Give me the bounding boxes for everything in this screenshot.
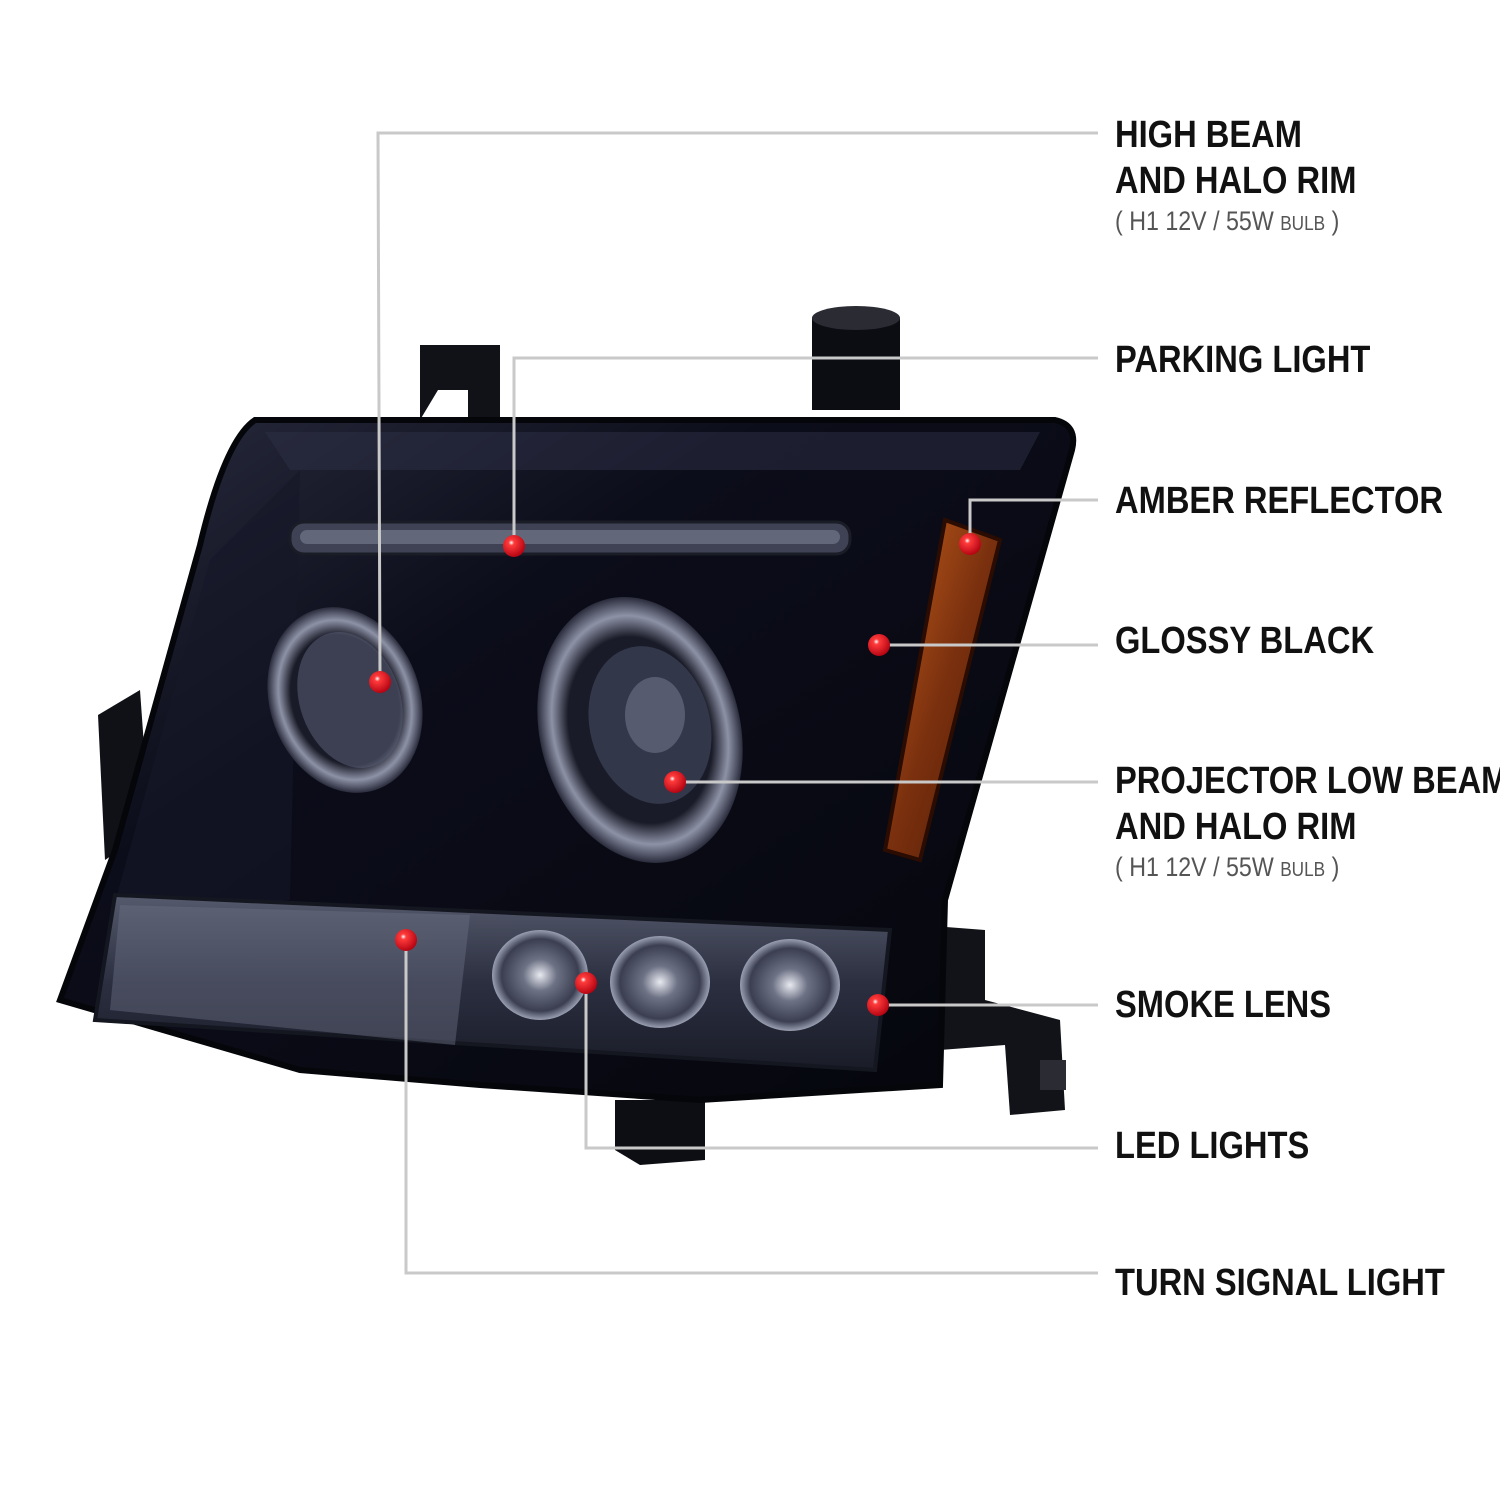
label-parking-light: PARKING LIGHT (1115, 337, 1370, 383)
dot-smoke-lens (867, 994, 889, 1016)
label-amber-reflector: AMBER REFLECTOR (1115, 478, 1443, 524)
leader-parking-light (512, 356, 1098, 546)
leader-high-beam (376, 131, 1098, 683)
leader-led-lights (584, 983, 1098, 1150)
label-high-beam: HIGH BEAM AND HALO RIM ( H1 12V / 55W BU… (1115, 112, 1356, 241)
high-beam-title-2: AND HALO RIM (1115, 160, 1357, 202)
smoke-lens-section (92, 892, 893, 1073)
spec-main: H1 12V / 55W (1129, 852, 1274, 882)
callout-dots (369, 533, 981, 1016)
led-lights-text: LED LIGHTS (1115, 1125, 1310, 1167)
spec-small: BULB (1280, 859, 1326, 881)
spec-main: H1 12V / 55W (1129, 206, 1274, 236)
spec-small: BULB (1280, 213, 1326, 235)
label-led-lights: LED LIGHTS (1115, 1123, 1309, 1169)
label-turn-signal-light: TURN SIGNAL LIGHT (1115, 1260, 1445, 1306)
label-glossy-black: GLOSSY BLACK (1115, 618, 1374, 664)
dot-turn-signal (395, 929, 417, 951)
amber-reflector-text: AMBER REFLECTOR (1115, 480, 1444, 522)
dot-glossy-black (868, 634, 890, 656)
label-projector-low-beam: PROJECTOR LOW BEAM AND HALO RIM ( H1 12V… (1115, 758, 1500, 887)
high-beam-title-1: HIGH BEAM (1115, 114, 1303, 156)
dot-led-lights (575, 972, 597, 994)
dot-amber-reflector (959, 533, 981, 555)
leader-turn-signal (404, 940, 1098, 1275)
spec-open: ( (1115, 852, 1123, 882)
parking-light-text: PARKING LIGHT (1115, 339, 1371, 381)
amber-reflector (882, 517, 1003, 863)
parking-light-bar (288, 520, 852, 556)
dot-parking-light (503, 535, 525, 557)
label-smoke-lens: SMOKE LENS (1115, 982, 1331, 1028)
high-beam-spec: ( H1 12V / 55W BULB ) (1115, 204, 1356, 241)
leader-amber-reflector (968, 498, 1098, 544)
dot-high-beam (369, 671, 391, 693)
projector-title-1: PROJECTOR LOW BEAM (1115, 760, 1500, 802)
dot-projector-low-beam (664, 771, 686, 793)
smoke-lens-text: SMOKE LENS (1115, 984, 1332, 1026)
projector-spec: ( H1 12V / 55W BULB ) (1115, 850, 1500, 887)
callout-lines (376, 131, 1098, 1275)
turn-signal-light-text: TURN SIGNAL LIGHT (1115, 1262, 1445, 1304)
spec-close: ) (1331, 852, 1340, 882)
spec-close: ) (1331, 206, 1340, 236)
high-beam-halo (267, 607, 423, 793)
glossy-black-text: GLOSSY BLACK (1115, 620, 1375, 662)
spec-open: ( (1115, 206, 1123, 236)
projector-title-2: AND HALO RIM (1115, 806, 1357, 848)
projector-low-beam-halo (537, 597, 743, 863)
